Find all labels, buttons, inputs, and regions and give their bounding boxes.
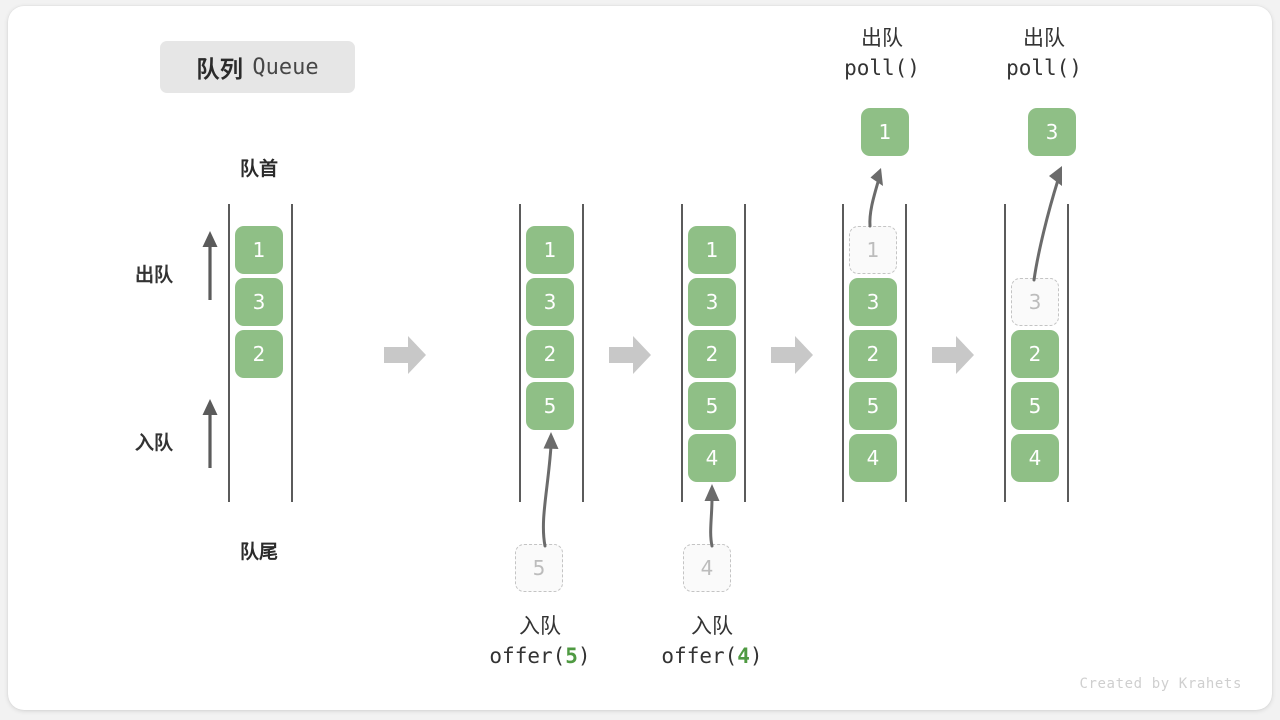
queue-rail-right-state-2	[744, 204, 746, 502]
step-arrow-icon	[607, 333, 653, 377]
enqueue-side-label: 入队	[135, 433, 174, 454]
enqueue-curve-arrow	[690, 476, 740, 548]
caption-cn: 出队	[861, 27, 903, 50]
caption-code: poll()	[844, 55, 920, 80]
outgoing-ghost-cell: 3	[1011, 278, 1059, 326]
caption-code: offer(5)	[450, 642, 630, 672]
caption-code: offer(4)	[622, 642, 802, 672]
step-arrow-icon	[769, 333, 815, 377]
popped-value-cell: 1	[861, 108, 909, 156]
operation-caption-poll-3: 出队 poll()	[956, 24, 1132, 84]
queue-cell: 3	[688, 278, 736, 326]
queue-cell: 5	[849, 382, 897, 430]
enqueue-curve-arrow	[522, 424, 572, 549]
diagram-title-en: Queue	[252, 54, 319, 80]
step-arrow-icon	[382, 333, 428, 377]
credit-text: Created by Krahets	[1079, 676, 1242, 692]
dequeue-curve-arrow	[1014, 160, 1074, 282]
queue-rail-right-state-1	[582, 204, 584, 502]
dequeue-direction-arrow	[198, 228, 222, 300]
queue-cell: 2	[235, 330, 283, 378]
queue-cell: 4	[849, 434, 897, 482]
queue-rail-left-state-0	[228, 204, 230, 502]
queue-cell: 1	[526, 226, 574, 274]
queue-cell: 1	[688, 226, 736, 274]
queue-rail-right-state-4	[1067, 204, 1069, 502]
queue-cell: 2	[1011, 330, 1059, 378]
queue-cell: 2	[526, 330, 574, 378]
queue-cell: 2	[849, 330, 897, 378]
caption-code-suffix: )	[749, 643, 763, 668]
popped-value-cell: 3	[1028, 108, 1076, 156]
caption-cn: 出队	[1023, 27, 1065, 50]
diagram-title-chip: 队列 Queue	[160, 41, 355, 93]
operation-caption-poll-1: 出队 poll()	[794, 24, 970, 84]
queue-cell: 3	[849, 278, 897, 326]
queue-head-label: 队首	[239, 159, 278, 180]
caption-code-prefix: offer(	[489, 643, 566, 668]
caption-cn: 入队	[519, 615, 561, 638]
caption-code-suffix: )	[577, 643, 591, 668]
queue-rail-right-state-3	[905, 204, 907, 502]
queue-cell: 2	[688, 330, 736, 378]
operation-caption-offer-5: 入队 offer(5)	[450, 612, 630, 672]
queue-rail-right-state-0	[291, 204, 293, 502]
caption-code: poll()	[1006, 55, 1082, 80]
incoming-ghost-cell: 4	[683, 544, 731, 592]
queue-cell: 4	[688, 434, 736, 482]
caption-code-arg: 4	[737, 643, 750, 668]
caption-code-arg: 5	[565, 643, 578, 668]
queue-rail-left-state-4	[1004, 204, 1006, 502]
caption-code-prefix: offer(	[661, 643, 738, 668]
queue-cell: 3	[235, 278, 283, 326]
queue-cell: 3	[526, 278, 574, 326]
queue-tail-label: 队尾	[239, 542, 278, 563]
dequeue-side-label: 出队	[135, 265, 174, 286]
dequeue-curve-arrow	[848, 162, 898, 228]
queue-cell: 4	[1011, 434, 1059, 482]
queue-rail-left-state-2	[681, 204, 683, 502]
operation-caption-offer-4: 入队 offer(4)	[622, 612, 802, 672]
caption-cn: 入队	[691, 615, 733, 638]
diagram-title-cn: 队列	[196, 56, 244, 82]
queue-cell: 5	[688, 382, 736, 430]
outgoing-ghost-cell: 1	[849, 226, 897, 274]
step-arrow-icon	[930, 333, 976, 377]
queue-rail-left-state-3	[842, 204, 844, 502]
queue-rail-left-state-1	[519, 204, 521, 502]
queue-cell: 1	[235, 226, 283, 274]
queue-cell: 5	[1011, 382, 1059, 430]
incoming-ghost-cell: 5	[515, 544, 563, 592]
enqueue-direction-arrow	[198, 396, 222, 468]
queue-cell: 5	[526, 382, 574, 430]
